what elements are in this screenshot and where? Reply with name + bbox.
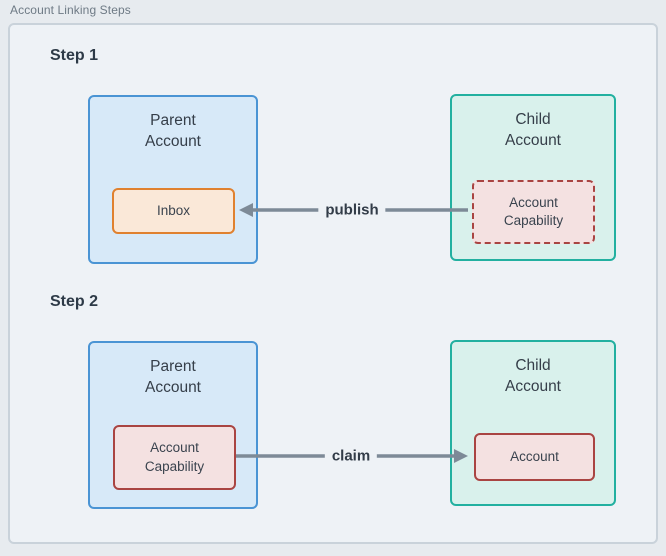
step2-parent-account-title: Parent Account [144,358,201,397]
step1-child-account-title: Child Account [504,111,561,150]
step2-account-capability-node: Account Capability [113,425,236,490]
step2-account-node: Account [474,433,595,481]
step2-child-account-title: Child Account [504,357,561,396]
step1-child-account-node: Child Account Account Capability [450,94,616,261]
step-1-heading: Step 1 [50,47,99,64]
step-2-heading: Step 2 [50,293,99,310]
step1-inbox-node: Inbox [112,188,235,234]
step1-account-capability-node: Account Capability [472,180,595,244]
step1-parent-account-node: Parent Account Inbox [88,95,258,264]
claim-edge-label: claim [324,446,378,466]
publish-edge-label: publish [318,200,386,220]
step2-parent-account-node: Parent Account Account Capability [88,341,258,509]
step2-child-account-node: Child Account Account [450,340,616,506]
step1-parent-account-title: Parent Account [144,112,201,151]
diagram-title: Account Linking Steps [10,3,131,17]
diagram-container: Step 1 Parent Account Inbox Child Accoun… [8,23,658,544]
